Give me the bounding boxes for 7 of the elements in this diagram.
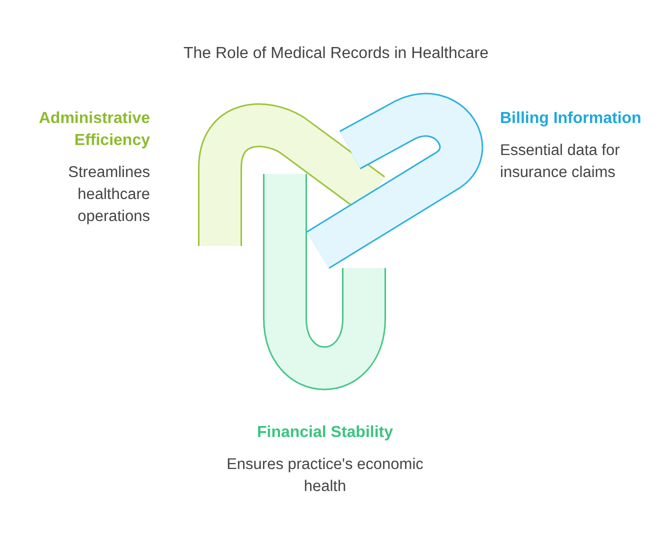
section-heading: Financial Stability [256,423,394,443]
description-text: Essential data for insurance claims [500,141,621,183]
section-heading: Billing Information [500,109,642,129]
section-heading: Administrative Efficiency [38,109,150,151]
diagram-title: The Role of Medical Records in Healthcare [182,45,490,63]
description-text: Streamlines healthcare operations [67,163,150,227]
description-text: Ensures practice's economic health [226,455,424,497]
